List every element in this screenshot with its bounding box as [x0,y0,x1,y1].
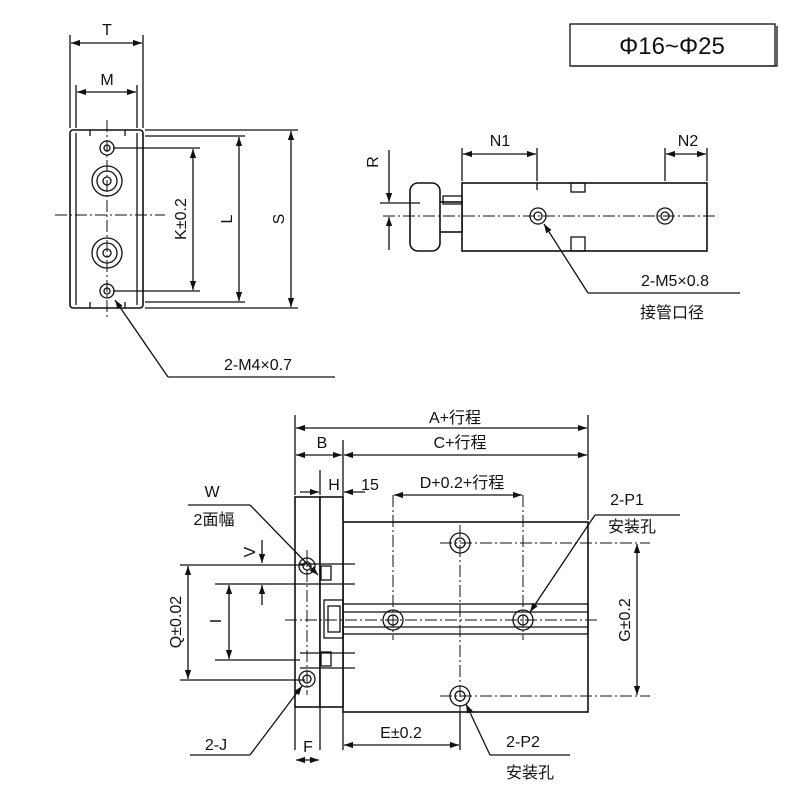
dim-g: G±0.2 [617,598,634,642]
series-box: Φ16~Φ25 [569,23,778,67]
top-view: A+行程 B C+行程 H 15 D+0.2+行程 W 2面幅 V Q±0.02 [168,405,680,782]
dim-d: D+0.2+行程 [420,474,505,492]
dim-h: H [328,477,340,494]
dim-q: Q±0.02 [168,596,185,648]
side-ports [529,207,674,225]
dim-c: C+行程 [434,434,487,452]
callout-p1-desc: 安装孔 [608,518,656,536]
dim-b: B [317,435,328,452]
dim-v: V [242,546,259,557]
callout-p1: 2-P1 [610,492,644,509]
callout-m4: 2-M4×0.7 [224,357,292,374]
dim-r: R [365,156,382,168]
dim-l: L [219,214,236,223]
callout-m5: 2-M5×0.8 [641,273,709,290]
end-view-holes [91,140,123,299]
dim-m: M [100,72,113,89]
dim-15: 15 [361,477,379,494]
series-label: Φ16~Φ25 [619,33,725,60]
dim-k: K±0.2 [173,198,190,240]
dim-t: T [102,22,112,39]
dim-n1: N1 [490,133,511,150]
dim-e: E±0.2 [380,725,422,742]
callout-j: 2-J [205,737,227,754]
side-view: N1 N2 R 2-M5×0.8 接管口径 [365,133,740,322]
callout-p2: 2-P2 [506,734,540,751]
dim-s: S [271,214,288,225]
dim-f: F [303,739,313,756]
dim-w-desc: 2面幅 [194,511,235,529]
callout-p2-desc: 安装孔 [506,764,554,782]
end-view: T M K±0.2 L S 2-M4×0.7 [55,22,335,378]
dim-w: W [204,484,220,501]
dim-n2: N2 [678,133,699,150]
callout-port-desc: 接管口径 [640,304,704,322]
dim-a: A+行程 [429,409,481,427]
dim-i: I [208,619,225,623]
